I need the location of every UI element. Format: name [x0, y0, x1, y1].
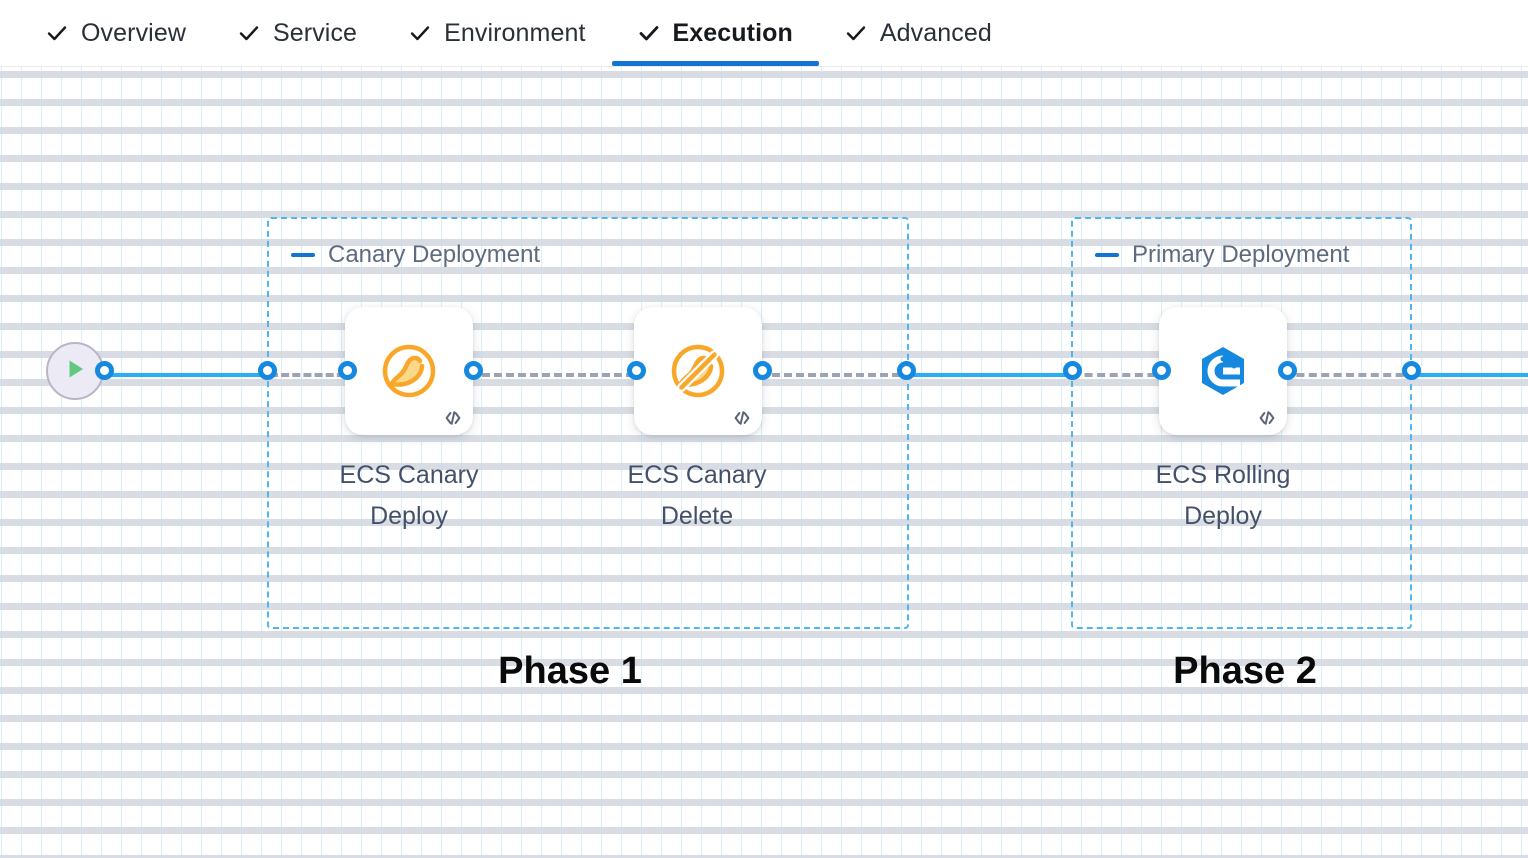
edge-canary-delete-to-group-out	[760, 373, 912, 377]
node-ecs-canary-delete-label: ECS Canary Delete	[592, 455, 802, 537]
node-label-line1: ECS Canary	[627, 461, 767, 489]
check-icon	[845, 22, 867, 44]
code-icon[interactable]	[731, 407, 753, 429]
port-ecs-canary-delete-out[interactable]	[753, 361, 772, 380]
pipeline-canvas[interactable]: Canary Deployment Primary Deployment	[0, 67, 1528, 858]
node-ecs-canary-delete[interactable]	[634, 307, 762, 435]
port-ecs-rolling-deploy-in[interactable]	[1152, 361, 1171, 380]
edge-canary-deploy-to-delete	[470, 373, 646, 377]
port-canary-group-in[interactable]	[258, 361, 277, 380]
port-canary-group-out[interactable]	[897, 361, 916, 380]
group-canary-deployment-title: Canary Deployment	[328, 241, 541, 268]
code-icon[interactable]	[442, 407, 464, 429]
port-ecs-canary-delete-in[interactable]	[627, 361, 646, 380]
tab-advanced-label: Advanced	[879, 18, 992, 47]
port-primary-group-in[interactable]	[1063, 361, 1082, 380]
tab-execution-label: Execution	[672, 18, 793, 47]
edge-canary-group-to-primary-group	[904, 373, 1076, 377]
tab-list: Overview Service Environment Execution A	[0, 0, 1528, 66]
check-icon	[638, 22, 660, 44]
check-icon	[409, 22, 431, 44]
port-ecs-rolling-deploy-out[interactable]	[1278, 361, 1297, 380]
tab-overview-label: Overview	[81, 18, 186, 47]
minus-icon[interactable]	[291, 253, 315, 257]
group-canary-deployment-header[interactable]: Canary Deployment	[291, 241, 540, 269]
port-ecs-canary-deploy-in[interactable]	[338, 361, 357, 380]
node-label-line2: Delete	[660, 502, 734, 530]
check-icon	[238, 22, 260, 44]
tab-overview[interactable]: Overview	[22, 0, 212, 66]
group-canary-deployment[interactable]: Canary Deployment	[267, 217, 909, 629]
tab-environment-label: Environment	[444, 18, 586, 47]
check-icon	[46, 22, 68, 44]
node-ecs-canary-deploy-label: ECS Canary Deploy	[304, 455, 514, 537]
node-label-line2: Deploy	[370, 502, 448, 530]
tab-service-label: Service	[273, 18, 358, 47]
tab-advanced[interactable]: Advanced	[819, 0, 1018, 66]
edge-primary-group-in-to-rolling	[1072, 373, 1168, 377]
edge-rolling-to-primary-group-out	[1284, 373, 1416, 377]
tab-service[interactable]: Service	[212, 0, 383, 66]
canary-bird-deleted-icon	[666, 339, 730, 403]
tab-execution[interactable]: Execution	[611, 0, 820, 66]
tab-environment[interactable]: Environment	[383, 0, 611, 66]
node-ecs-canary-deploy[interactable]	[345, 307, 473, 435]
port-primary-group-out[interactable]	[1402, 361, 1421, 380]
port-start-out[interactable]	[95, 361, 114, 380]
node-label-line1: ECS Rolling	[1155, 461, 1291, 489]
phase-label-2: Phase 2	[1173, 650, 1317, 692]
edge-primary-group-out-to-next	[1410, 373, 1528, 377]
play-icon	[62, 356, 88, 387]
edge-start-to-canary-group	[104, 373, 274, 377]
port-ecs-canary-deploy-out[interactable]	[464, 361, 483, 380]
minus-icon[interactable]	[1095, 253, 1119, 257]
node-ecs-rolling-deploy[interactable]	[1159, 307, 1287, 435]
phase-label-1: Phase 1	[498, 650, 642, 692]
code-icon[interactable]	[1256, 407, 1278, 429]
node-label-line1: ECS Canary	[339, 461, 479, 489]
canary-bird-icon	[377, 339, 441, 403]
group-primary-deployment-header[interactable]: Primary Deployment	[1095, 241, 1349, 269]
wizard-tab-bar: Overview Service Environment Execution A	[0, 0, 1528, 67]
group-primary-deployment[interactable]: Primary Deployment	[1071, 217, 1412, 629]
node-ecs-rolling-deploy-label: ECS Rolling Deploy	[1118, 455, 1328, 537]
node-label-line2: Deploy	[1184, 502, 1262, 530]
group-primary-deployment-title: Primary Deployment	[1132, 241, 1350, 268]
rolling-deploy-icon	[1191, 339, 1255, 403]
edge-canary-group-in-to-deploy	[270, 373, 356, 377]
